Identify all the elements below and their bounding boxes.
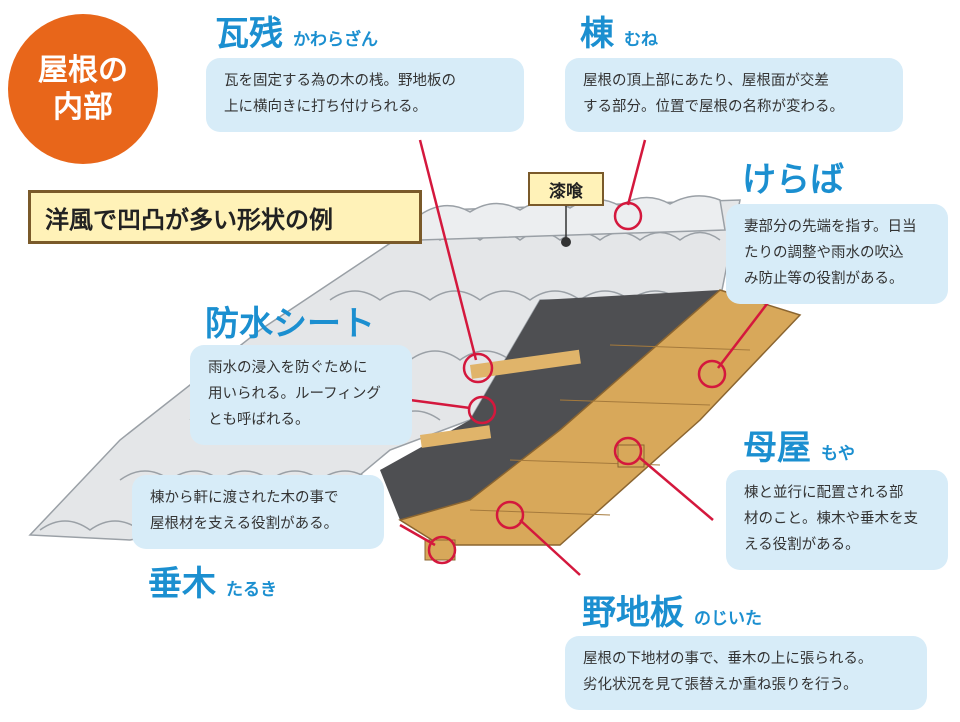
taruki-title: 垂木たるき <box>148 556 277 605</box>
bousui-line-3: とも呼ばれる。 <box>208 412 310 428</box>
mune-title: 棟むね <box>580 6 658 55</box>
kawarazan-description: 瓦を固定する為の木の桟。野地板の 上に横向きに打ち付けられる。 <box>206 58 524 132</box>
moya-line-2: 材のこと。棟木や垂木を支 <box>744 511 918 527</box>
kawarazan-title: 瓦残かわらざん <box>215 6 378 55</box>
taruki-line-1: 棟から軒に渡された木の事で <box>150 490 339 506</box>
ridge-tiles <box>419 195 726 241</box>
board-seams <box>469 344 751 516</box>
bousui-name: 防水シート <box>205 304 375 344</box>
bousui-line-2: 用いられる。ルーフィング <box>208 386 381 402</box>
keraba-description: 妻部分の先端を指す。日当 たりの調整や雨水の吹込 み防止等の役割がある。 <box>726 204 948 304</box>
moya-reading: もや <box>821 444 855 464</box>
keraba-title: けらば <box>742 152 844 201</box>
batten-1 <box>470 349 581 379</box>
keraba-line-2: たりの調整や雨水の吹込 <box>744 245 904 261</box>
keraba-line-3: み防止等の役割がある。 <box>744 271 904 287</box>
style-banner: 洋風で凹凸が多い形状の例 <box>28 190 422 244</box>
shikkui-label: 漆喰 <box>528 172 604 206</box>
taruki-description: 棟から軒に渡された木の事で 屋根材を支える役割がある。 <box>132 475 384 549</box>
kawarazan-line-2: 上に横向きに打ち付けられる。 <box>224 99 427 115</box>
bousui-line-1: 雨水の浸入を防ぐために <box>208 360 368 376</box>
keraba-name: けらば <box>742 160 844 200</box>
batten-2 <box>420 425 492 448</box>
badge-line-1: 屋根の <box>38 52 128 88</box>
section-badge: 屋根の 内部 <box>8 14 158 164</box>
mune-line-2: する部分。位置で屋根の名称が変わる。 <box>583 99 844 115</box>
badge-line-2: 内部 <box>53 90 113 125</box>
nojiita-reading: のじいた <box>694 609 762 629</box>
taruki-name: 垂木 <box>148 564 216 604</box>
nojiita-name: 野地板 <box>582 593 684 633</box>
keraba-line-1: 妻部分の先端を指す。日当 <box>744 219 917 235</box>
bousui-description: 雨水の浸入を防ぐために 用いられる。ルーフィング とも呼ばれる。 <box>190 345 412 445</box>
sheathing-board <box>398 289 802 546</box>
moya-description: 棟と並行に配置される部 材のこと。棟木や垂木を支 える役割がある。 <box>726 470 948 570</box>
nojiita-line-1: 屋根の下地材の事で、垂木の上に張られる。 <box>583 651 873 667</box>
bousui-title: 防水シート <box>205 296 375 345</box>
moya-name: 母屋 <box>743 428 811 468</box>
moya-line-3: える役割がある。 <box>744 537 860 553</box>
kawarazan-line-1: 瓦を固定する為の木の桟。野地板の <box>224 73 456 89</box>
mune-description: 屋根の頂上部にあたり、屋根面が交差 する部分。位置で屋根の名称が変わる。 <box>565 58 903 132</box>
taruki-reading: たるき <box>226 580 277 600</box>
leader-lines <box>399 139 771 576</box>
mune-reading: むね <box>624 30 658 50</box>
nojiita-line-2: 劣化状況を見て張替えか重ね張りを行う。 <box>583 677 858 693</box>
moya-line-1: 棟と並行に配置される部 <box>744 485 904 501</box>
nojiita-description: 屋根の下地材の事で、垂木の上に張られる。 劣化状況を見て張替えか重ね張りを行う。 <box>565 636 927 710</box>
waterproof-sheet <box>380 290 720 520</box>
taruki-line-2: 屋根材を支える役割がある。 <box>150 516 339 532</box>
nojiita-title: 野地板のじいた <box>582 585 762 634</box>
mune-line-1: 屋根の頂上部にあたり、屋根面が交差 <box>583 73 829 89</box>
mune-name: 棟 <box>580 14 614 54</box>
shikkui-dot <box>561 237 571 247</box>
kawarazan-reading: かわらざん <box>293 30 378 50</box>
kawarazan-name: 瓦残 <box>215 14 283 54</box>
moya-title: 母屋もや <box>743 420 855 469</box>
